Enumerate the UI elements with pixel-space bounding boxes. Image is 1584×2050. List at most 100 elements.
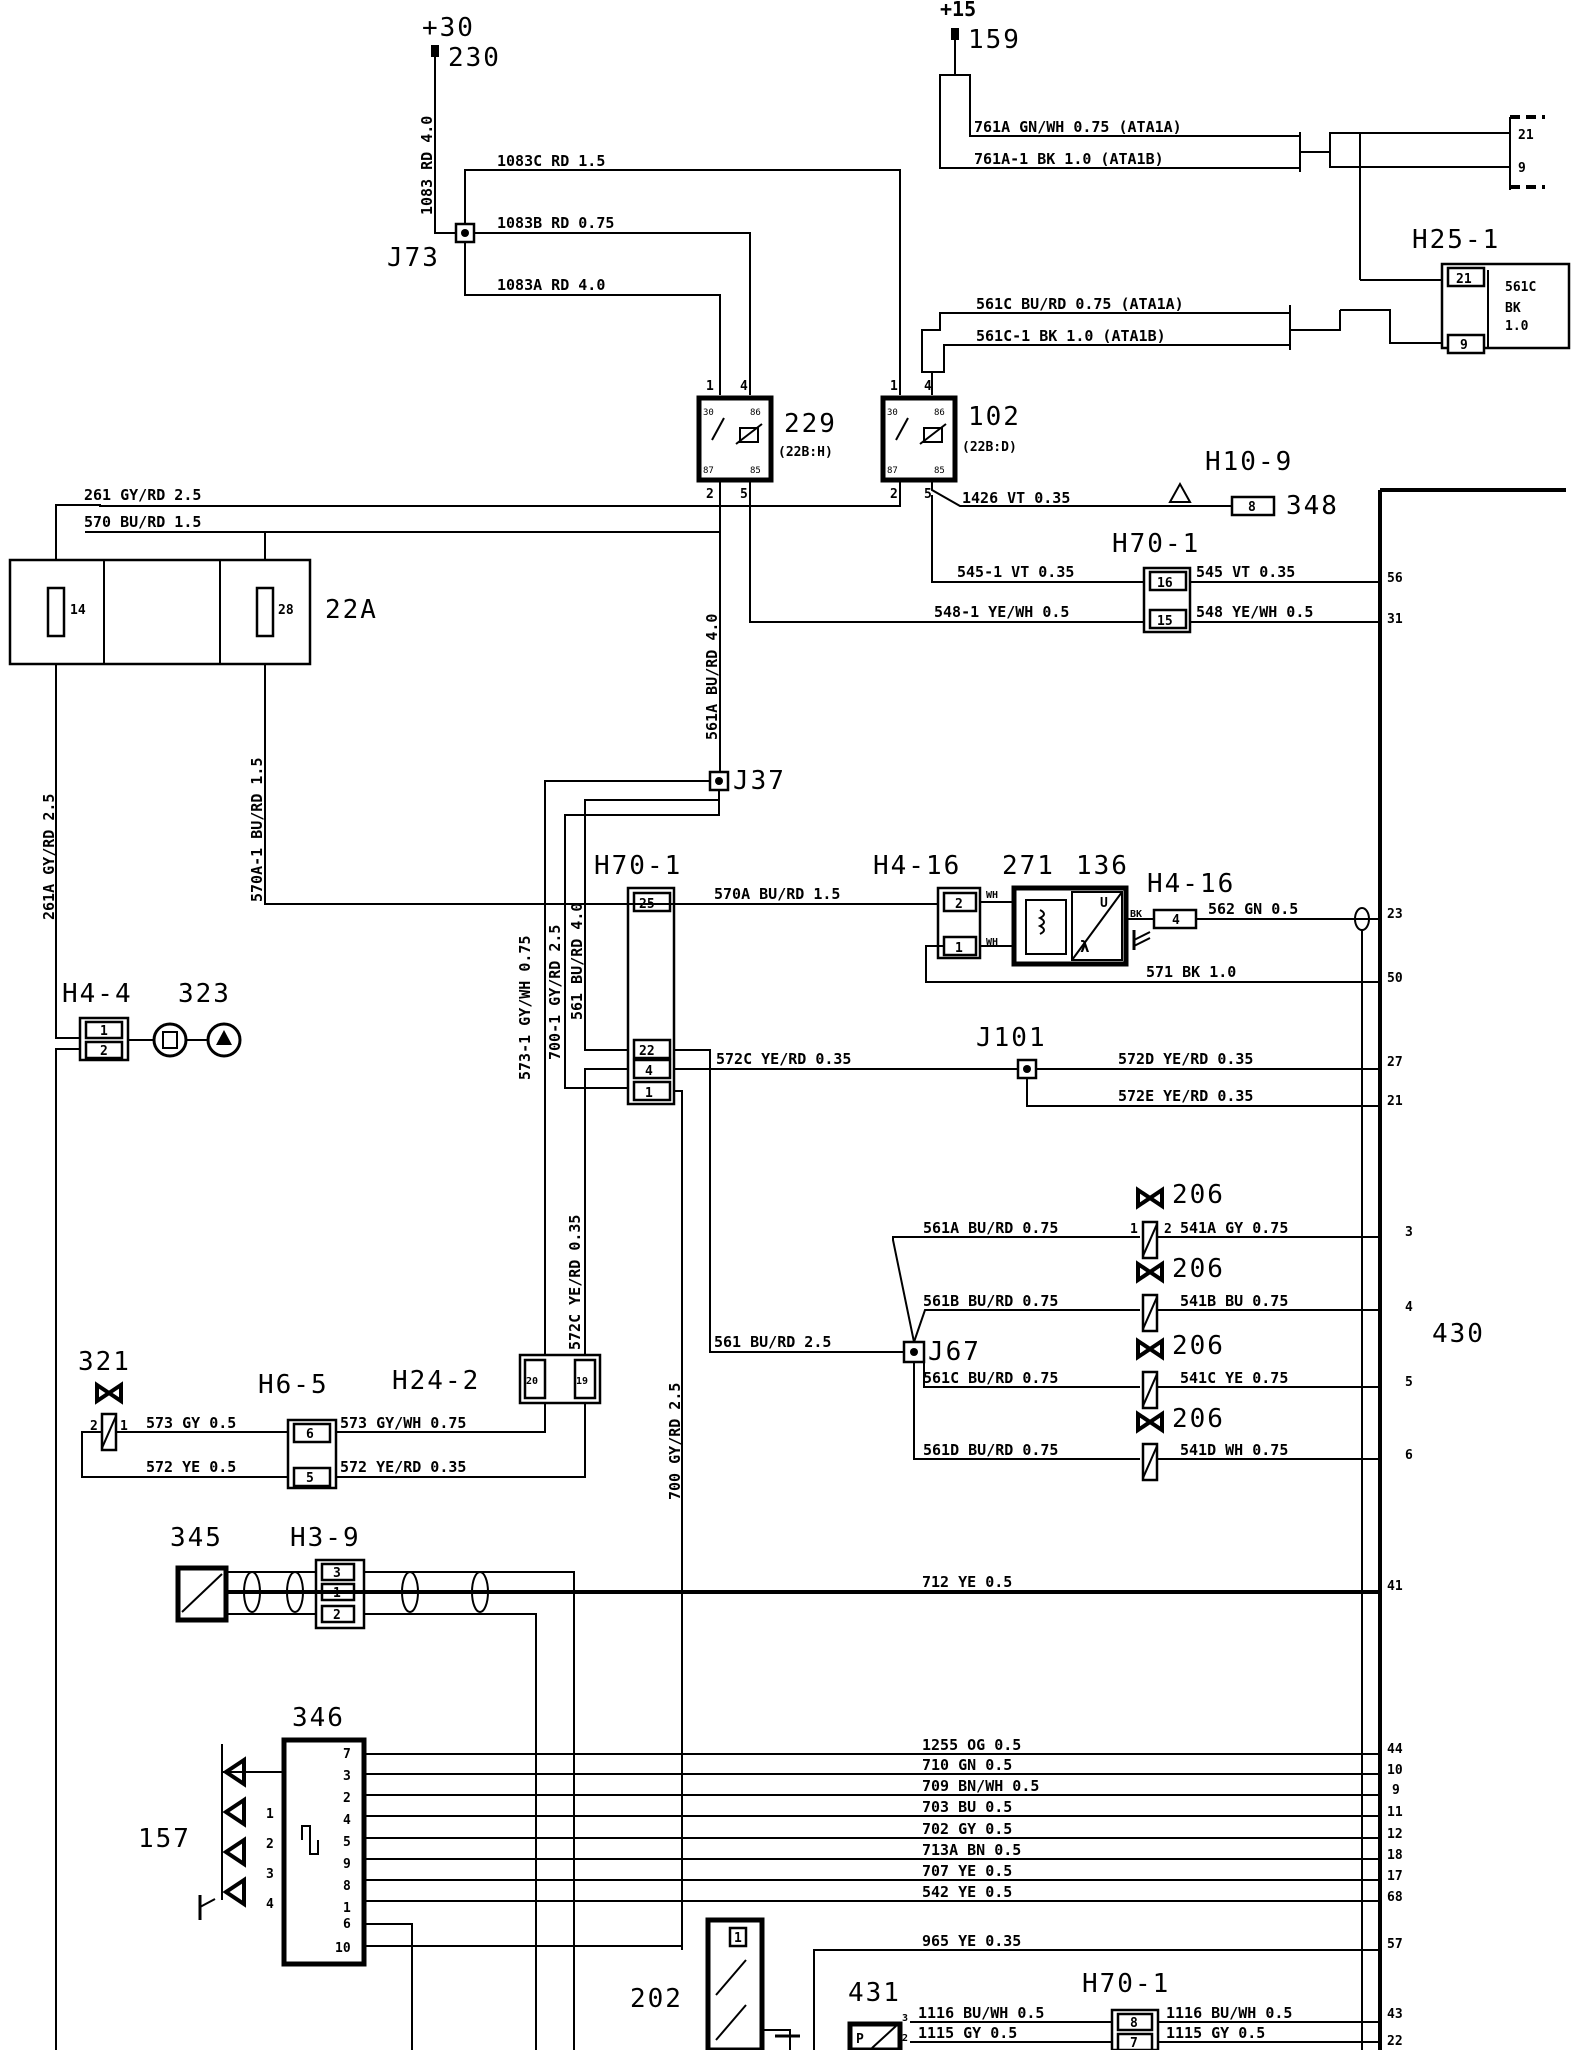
svg-text:8: 8 [1130,2016,1138,2031]
splice-j67-label: J67 [928,1337,981,1367]
power-plus15-label: +15 [940,0,976,21]
wire-713a-label: 713A BN 0.5 [922,1841,1021,1859]
svg-text:11: 11 [1387,1805,1403,1820]
wire-542-label: 542 YE 0.5 [922,1883,1012,1901]
svg-text:14: 14 [70,603,86,618]
component-136-label: 136 [1076,851,1129,881]
wire-541a-label: 541A GY 0.75 [1180,1219,1288,1237]
ecu-plug-pin-21: 21 [1518,128,1534,143]
wire-707-label: 707 YE 0.5 [922,1862,1012,1880]
svg-text:20: 20 [526,1376,538,1387]
connector-h3-9-label: H3-9 [290,1523,361,1553]
svg-text:12: 12 [1387,1827,1403,1842]
wire-541c-label: 541C YE 0.75 [1180,1369,1288,1387]
svg-text:2: 2 [90,1419,98,1434]
svg-text:68: 68 [1387,1890,1403,1905]
svg-text:1: 1 [706,379,714,394]
wire-573-gywh [336,1400,546,1433]
terminal-230 [431,45,439,57]
wire-1116-left-label: 1116 BU/WH 0.5 [918,2004,1044,2022]
svg-text:2: 2 [890,487,898,502]
wire-965-label: 965 YE 0.35 [922,1932,1021,1950]
wire-571 [925,945,1380,983]
splice-j101-label: J101 [976,1023,1047,1053]
connector-h70-1-top-label: H70-1 [1112,529,1200,559]
svg-text:85: 85 [934,466,945,476]
svg-text:87: 87 [703,466,714,476]
svg-text:4: 4 [740,379,748,394]
svg-text:7: 7 [1130,2036,1138,2050]
svg-text:4: 4 [924,379,932,394]
wire-573-1-label: 573-1 GY/WH 0.75 [516,936,534,1081]
fuse-14 [46,586,66,638]
wire-570a1-label: 570A-1 BU/RD 1.5 [248,758,266,903]
wire-1255-label: 1255 OG 0.5 [922,1736,1021,1754]
heater-icon [1025,899,1067,955]
wire-572c-label: 572C YE/RD 0.35 [716,1050,851,1068]
svg-text:1: 1 [100,1024,108,1039]
svg-text:4: 4 [1172,913,1180,928]
connector-h24-2-label: H24-2 [392,1366,480,1396]
wire-572d-label: 572D YE/RD 0.35 [1118,1050,1253,1068]
svg-text:5: 5 [306,1471,314,1486]
wire-pump-ground [55,1048,80,2050]
relay-102-label: 102 [968,402,1021,432]
valve-321 [95,1381,123,1405]
svg-text:3: 3 [343,1769,351,1784]
wire-761a1-label: 761A-1 BK 1.0 (ATA1B) [974,150,1164,168]
svg-text:30: 30 [887,408,898,418]
wire-545-1 [931,495,1144,583]
wire-570a-label: 570A BU/RD 1.5 [714,885,840,903]
wire-1083b [474,232,751,395]
wire-562-label: 562 GN 0.5 [1208,900,1298,918]
svg-text:18: 18 [1387,1848,1403,1863]
splice-j37-label: J37 [733,766,786,796]
wire-1116-right-label: 1116 BU/WH 0.5 [1166,2004,1292,2022]
svg-text:9: 9 [1392,1783,1400,1798]
relay-102: 1 4 2 5 30 86 87 85 [880,379,958,502]
svg-text:41: 41 [1387,1579,1403,1594]
wire-570a1 [264,664,628,905]
svg-text:2: 2 [1164,1222,1172,1237]
svg-text:1: 1 [890,379,898,394]
warning-icon [1168,481,1192,503]
svg-text:2: 2 [333,1608,341,1623]
wire-261-label: 261 GY/RD 2.5 [84,486,201,504]
wire-572e [1026,1078,1380,1107]
wire-548-1-label: 548-1 YE/WH 0.5 [934,603,1069,621]
connector-h25-1-wire: 561C [1505,280,1536,295]
svg-text:22: 22 [639,1044,655,1059]
wire-700-1-label: 700-1 GY/RD 2.5 [546,925,564,1060]
wire-561-horizontal [674,1049,904,1353]
svg-text:206: 206 [1172,1180,1225,1210]
svg-text:2: 2 [955,897,963,912]
wire-1083 [434,57,466,234]
power-plus30-label: +30 [422,13,475,43]
switch-157-label: 157 [138,1824,191,1854]
wire-to-plug-21 [1300,132,1510,153]
svg-text:5: 5 [740,487,748,502]
svg-text:1: 1 [645,1086,653,1101]
relay-229: 1 4 2 5 30 86 87 85 [696,379,774,502]
wire-to-plug-9 [1329,152,1510,168]
wire-561c1 [932,344,1290,373]
wire-548-1 [749,480,1144,623]
wire-573-label: 573 GY 0.5 [146,1414,236,1432]
svg-text:5: 5 [343,1835,351,1850]
wire-561c [921,312,1290,395]
svg-text:3: 3 [333,1566,341,1581]
connector-h25-1-label: H25-1 [1412,225,1500,255]
svg-text:206: 206 [1172,1331,1225,1361]
svg-text:86: 86 [934,408,945,418]
wire-1083a [464,242,721,395]
wire-571-label: 571 BK 1.0 [1146,963,1236,981]
sensor-431-label: 431 [848,1978,901,2008]
wire-541d-label: 541D WH 0.75 [1180,1441,1288,1459]
connector-348-label: 348 [1286,491,1339,521]
valve-206-c: 206 [1136,1331,1225,1410]
ecu-plug-pin-9: 9 [1518,161,1526,176]
wire-1426-label: 1426 VT 0.35 [962,489,1070,507]
wire-712-label: 712 YE 0.5 [922,1573,1012,1591]
connector-h25-1-pin-9: 9 [1460,338,1468,353]
svg-text:9: 9 [343,1857,351,1872]
